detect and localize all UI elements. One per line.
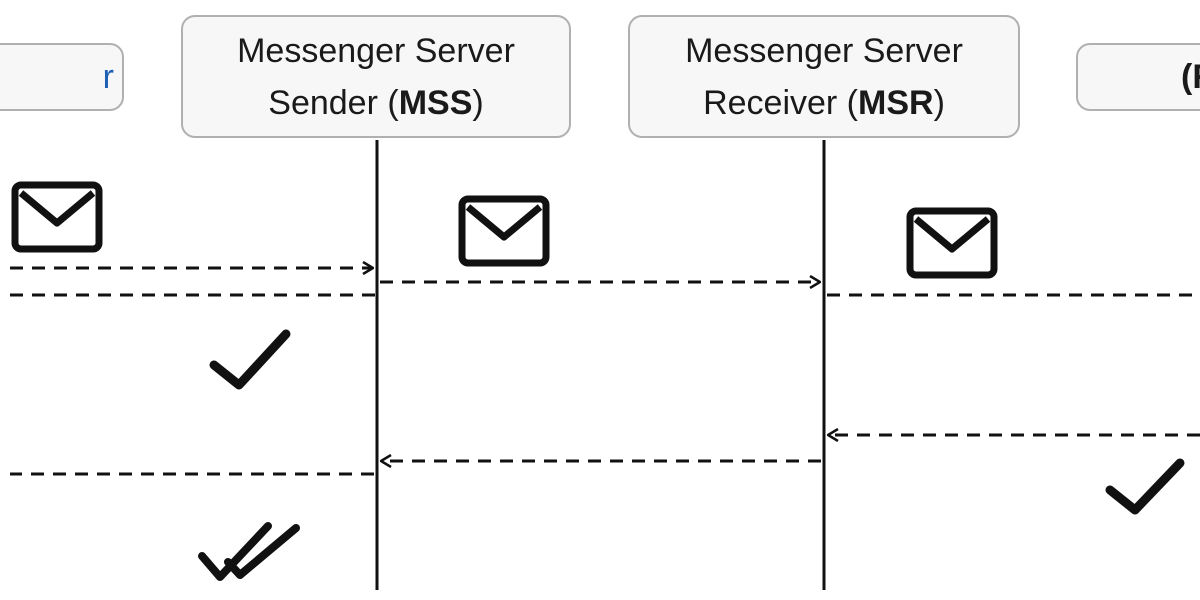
- participant-mss: Messenger Server Sender (MSS): [181, 15, 571, 138]
- participant-mss-abbr: MSS: [398, 84, 473, 122]
- participant-mss-prefix: Sender (: [268, 84, 399, 122]
- participant-right-label: (R: [1181, 58, 1200, 96]
- participant-msr-abbr: MSR: [858, 84, 934, 122]
- participant-msr-suffix: ): [933, 84, 945, 122]
- participant-msr-prefix: Receiver (: [703, 84, 859, 122]
- participant-left-partial: r: [0, 43, 124, 111]
- envelope-icon: [11, 181, 103, 253]
- participant-right-partial: (R: [1076, 43, 1200, 111]
- participant-msr: Messenger Server Receiver (MSR): [628, 15, 1020, 138]
- participant-left-label: r: [102, 58, 114, 96]
- participant-mss-line1: Messenger Server: [237, 32, 515, 70]
- check-icon: [1105, 458, 1185, 515]
- participant-msr-line1: Messenger Server: [685, 32, 963, 70]
- envelope-icon: [906, 207, 998, 279]
- participant-msr-line2: Receiver (MSR): [630, 77, 1018, 129]
- participant-mss-suffix: ): [472, 84, 484, 122]
- participant-mss-line2: Sender (MSS): [183, 77, 569, 129]
- check-icon: [209, 329, 291, 390]
- double-check-icon: [198, 522, 300, 581]
- envelope-icon: [458, 195, 550, 267]
